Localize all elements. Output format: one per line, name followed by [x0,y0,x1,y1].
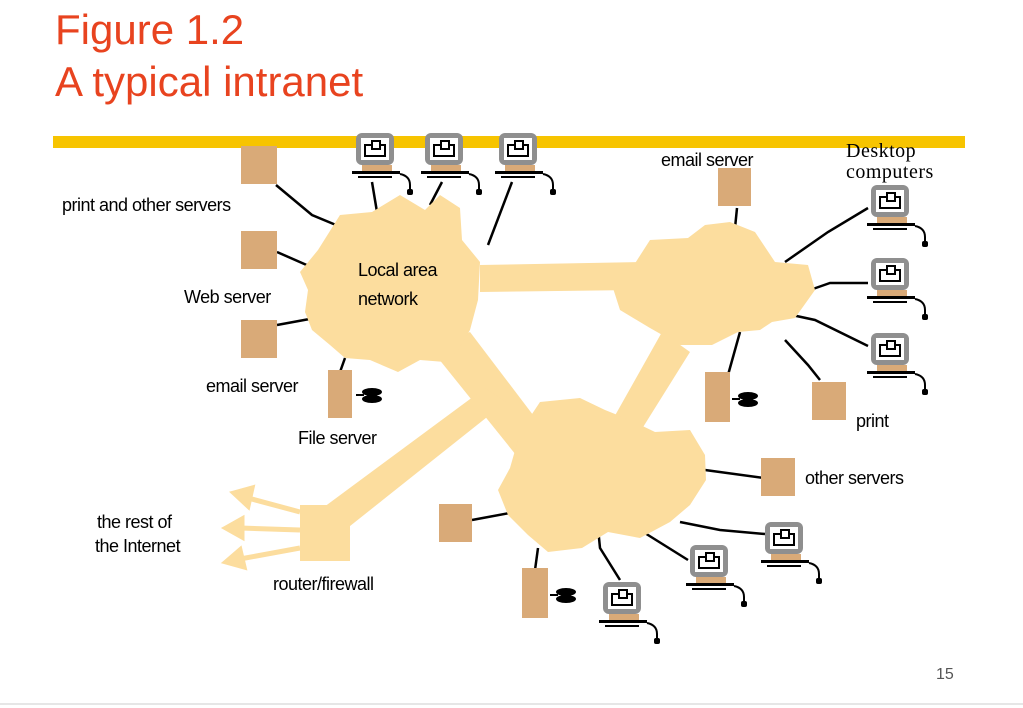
bottom-divider [0,703,1023,705]
email-server-box-right [718,168,751,206]
file-server-label: File server [298,428,377,448]
figure-number: Figure 1.2 [55,6,245,53]
computer-icon [685,544,748,608]
router-firewall-box [300,505,350,561]
lan-cloud-right [612,222,815,345]
computer-icon [866,332,929,396]
email-server-right-label: email server [661,150,754,170]
internet-arrows [220,484,301,571]
figure-title: A typical intranet [55,58,364,105]
page-number: 15 [936,666,954,683]
lan-cloud-left [300,195,480,372]
lan-cloud-bottom [498,398,706,552]
computer-icon [760,521,823,585]
link-right-to-bottom-cloud [608,332,690,440]
print-box-right [812,382,846,420]
other-servers-label: other servers [805,468,904,488]
desktop-computers-label-line2: computers [846,161,934,183]
server-boxes [241,146,846,618]
computer-icon [866,184,929,248]
computer-icon [598,581,661,645]
disk-icon [731,391,759,408]
computer-icon [866,257,929,321]
arrow-icon [220,514,245,542]
link-router-to-network [320,388,506,534]
file-server-box-bottom [522,568,548,618]
email-server-box-left [241,320,277,358]
print-label: print [856,411,889,431]
print-server-box [241,146,277,184]
file-server-box-right [705,372,730,422]
server-box-bottom-left [439,504,472,542]
web-server-box [241,231,277,269]
file-server-box [328,370,352,418]
rest-of-internet-label-line2: the Internet [95,536,181,556]
rest-of-internet-label-line1: the rest of [97,512,172,532]
desktop-computers-label-line1: Desktop [846,140,917,162]
lan-label-line2: network [358,289,418,309]
arrow-icon [229,484,256,511]
email-server-left-label: email server [206,376,299,396]
arrow-icon [220,545,248,571]
disk-icon [355,387,383,404]
web-server-label: Web server [184,287,271,307]
router-firewall-label: router/firewall [273,574,374,594]
link-lan-to-right-cloud [480,262,640,292]
print-and-other-servers-label: print and other servers [62,195,231,215]
lan-label-line1: Local area [358,260,438,280]
other-servers-box [761,458,795,496]
network-clouds [300,195,815,561]
disk-icon [549,587,577,604]
